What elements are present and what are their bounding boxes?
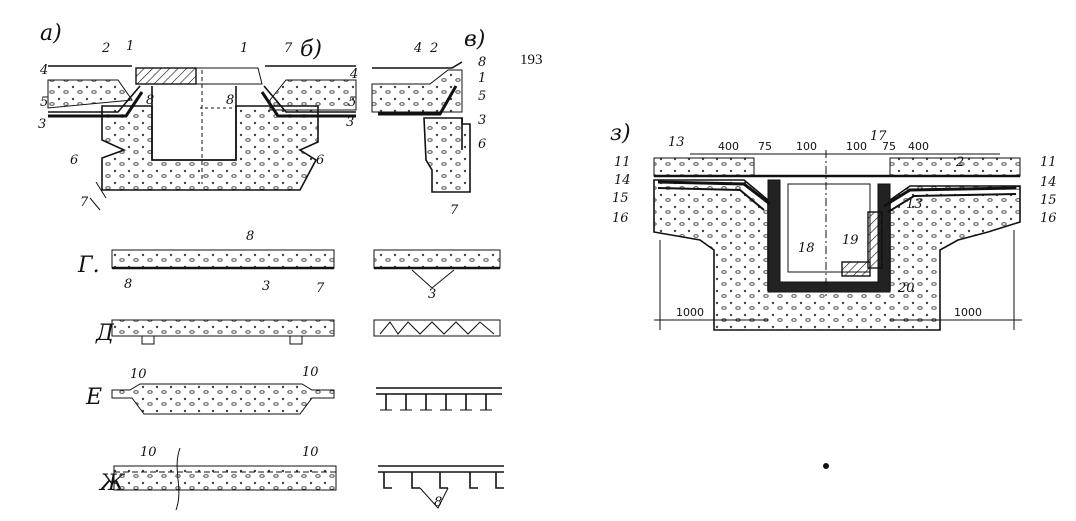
label-2: 2 [101,41,110,56]
panel-v-drawing: в) 4 2 8 1 5 3 6 7 [371,27,486,218]
label-6-left: 6 [70,153,78,168]
panel-z-drawing: з) 400 75 100 100 75 400 1000 1000 13 [610,121,1057,331]
label-v-2: 2 [429,41,438,56]
row-d-drawing: Д [95,319,501,346]
panel-label-v: в) [464,27,485,52]
stray-dot [823,463,829,469]
label-4-right: 4 [349,67,358,82]
label-5-right: 5 [348,95,356,110]
label-v-3: 3 [478,113,486,128]
label-z-14-right: 14 [1040,175,1057,190]
panel-label-e: Е [85,385,102,410]
dim-100-right: 100 [846,140,867,153]
label-g-3: 3 [262,279,270,294]
panel-label-g: Г. [77,253,100,278]
row-zh-drawing: Ж 10 10 8 [98,445,504,511]
label-z-15-left: 15 [612,191,629,206]
page-number: 193 [520,52,543,68]
label-v-7: 7 [450,203,459,218]
panel-label-a: а) [40,21,62,46]
label-g-7: 7 [316,281,325,296]
label-zh-10-right: 10 [302,445,319,460]
label-z-2: 2 [955,155,964,170]
panel-a-b-drawing: а) б) 2 1 1 7 4 4 5 5 3 3 8 8 6 6 7 [38,21,358,211]
label-z-16-left: 16 [612,211,629,226]
label-z-14-left: 14 [614,173,631,188]
label-zh-8: 8 [434,495,442,510]
dim-1000-right: 1000 [954,306,982,319]
label-6-right: 6 [316,153,324,168]
label-z-19: 19 [842,233,859,248]
label-8-right: 8 [226,93,234,108]
label-z-13: 13 [668,135,685,150]
panel-label-b: б) [300,37,322,62]
dim-75-right: 75 [882,140,896,153]
label-8-left: 8 [146,93,154,108]
label-z-18: 18 [798,241,815,256]
label-4-left: 4 [39,63,48,78]
label-v-5: 5 [478,89,486,104]
row-e-drawing: Е 10 10 [85,365,502,415]
label-1b: 1 [240,41,248,56]
label-v-1: 1 [478,71,486,86]
label-e-10-left: 10 [130,367,147,382]
label-7-bottom: 7 [80,195,89,210]
label-7-top: 7 [284,41,293,56]
label-v-8: 8 [478,55,486,70]
dim-100-left: 100 [796,140,817,153]
dim-1000-left: 1000 [676,306,704,319]
dim-75-left: 75 [758,140,772,153]
label-zh-10-left: 10 [140,445,157,460]
label-z-15-right: 15 [1040,193,1057,208]
label-5-left: 5 [40,95,48,110]
dim-400-right: 400 [908,140,929,153]
label-e-10-right: 10 [302,365,319,380]
label-z-16-right: 16 [1040,211,1057,226]
label-g-3-right: 3 [428,287,436,302]
hatched-cover [135,67,197,85]
label-g-8-top: 8 [246,229,254,244]
label-3-left: 3 [38,117,46,132]
row-g-drawing: Г. 8 8 3 7 3 [77,229,501,302]
label-3-right: 3 [346,115,354,130]
label-z-13-right: 13 [906,197,923,212]
dim-400-left: 400 [718,140,739,153]
label-v-4: 4 [413,41,422,56]
panel-label-z: з) [610,121,631,146]
panel-label-d: Д [95,321,115,346]
label-z-20: 20 [897,281,915,296]
label-1: 1 [126,39,134,54]
label-z-17: 17 [870,129,887,144]
label-g-8-bottom: 8 [124,277,132,292]
label-z-11-right: 11 [1040,155,1057,170]
label-v-6: 6 [478,137,486,152]
label-z-11-left: 11 [614,155,631,170]
